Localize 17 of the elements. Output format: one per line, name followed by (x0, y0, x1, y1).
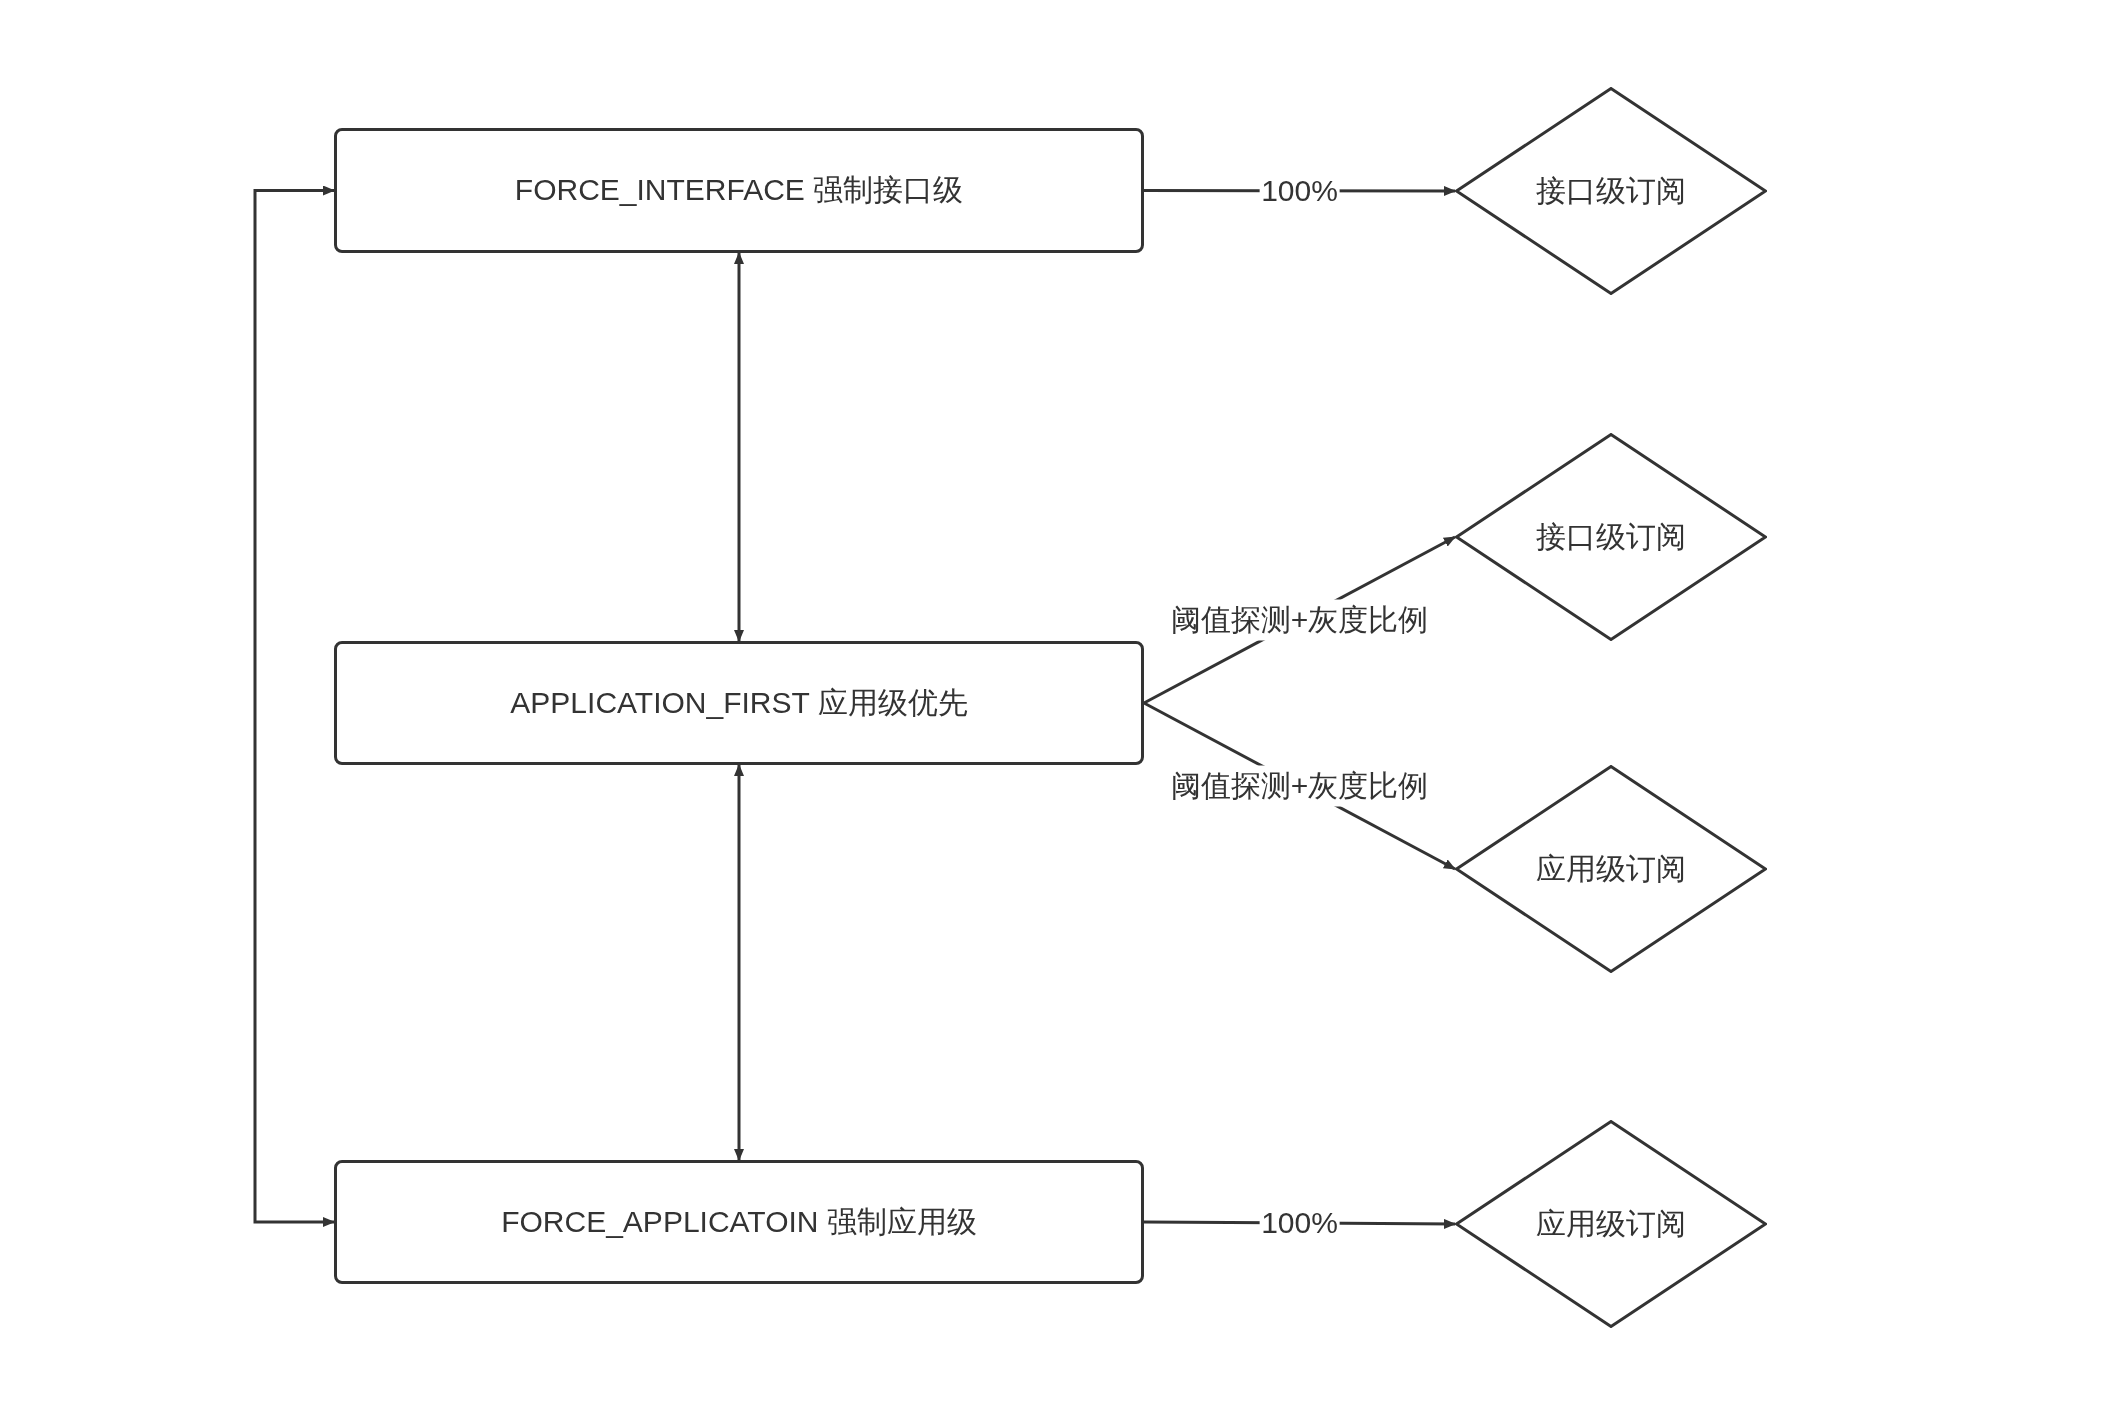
decision-diamond (1455, 765, 1767, 973)
decision-diamond (1455, 433, 1767, 641)
arrow (734, 252, 744, 642)
node-text: 接口级订阅 (1536, 518, 1686, 555)
node-text: FORCE_APPLICATOIN 强制应用级 (501, 1203, 977, 1240)
process-box (334, 1160, 1144, 1284)
process-box (334, 128, 1144, 253)
decision-diamond (1455, 1120, 1767, 1328)
process-box (334, 641, 1144, 765)
arrow (253, 185, 335, 1227)
node-text: APPLICATION_FIRST 应用级优先 (510, 684, 968, 721)
node-text: 接口级订阅 (1536, 172, 1686, 209)
node-text: 应用级订阅 (1536, 850, 1686, 887)
node-text: 应用级订阅 (1536, 1205, 1686, 1242)
decision-diamond (1455, 87, 1767, 295)
node-text: FORCE_INTERFACE 强制接口级 (514, 172, 964, 208)
arrow (734, 764, 744, 1161)
